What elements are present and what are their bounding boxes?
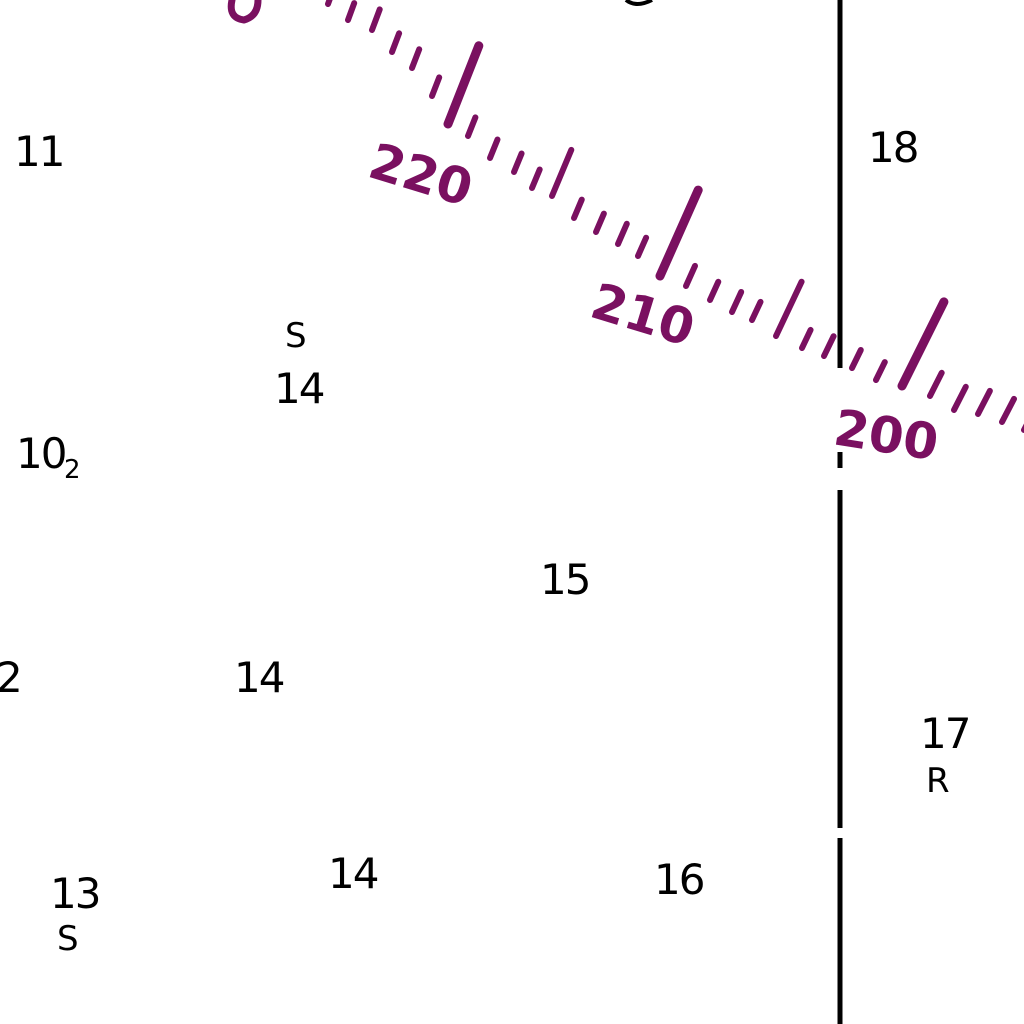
compass-rose-tick <box>369 6 383 33</box>
compass-rose-tick <box>529 166 543 191</box>
sounding-depth: 10 <box>16 429 65 478</box>
compass-rose-tick <box>729 289 745 315</box>
compass-rose-tick <box>615 220 630 247</box>
sounding-fraction: 2 <box>64 455 79 485</box>
sounding-depth: 16 <box>654 855 704 904</box>
compass-rose-tick <box>897 297 949 391</box>
compass-rose-tick <box>549 146 575 199</box>
compass-rose-tick <box>951 383 969 413</box>
sounding-depth: 17 <box>920 709 969 758</box>
sounding-depth: 13 <box>50 869 99 918</box>
compass-rose-tick <box>389 30 403 55</box>
sounding-depth: 18 <box>868 123 917 172</box>
compass-rose-tick <box>655 185 703 281</box>
compass-rose-tick <box>409 46 423 71</box>
sounding-depth: 2 <box>0 653 21 702</box>
sounding-depth: 14 <box>274 364 324 413</box>
compass-rose-tick <box>345 0 358 23</box>
compass-rose-tick <box>465 114 479 139</box>
compass-rose-tick <box>707 278 722 303</box>
compass-rose-tick <box>773 278 805 339</box>
compass-rose-tick <box>849 347 864 371</box>
compass-rose-tick <box>325 0 333 7</box>
compass-rose-tick <box>749 298 764 323</box>
compass-rose-tick <box>487 136 501 161</box>
sounding-bottom-code: R <box>926 761 950 801</box>
sounding-depth: 15 <box>540 555 589 604</box>
compass-rose-ticks <box>325 0 1024 433</box>
compass-rose-tick <box>571 196 585 221</box>
compass-rose-tick <box>999 395 1017 425</box>
sounding-depth: 14 <box>234 653 284 702</box>
compass-rose-tick <box>511 150 525 175</box>
sounding-depth: 14 <box>328 849 378 898</box>
sounding-depth: 11 <box>14 127 63 176</box>
compass-rose-tick <box>635 234 650 259</box>
compass-rose-tick <box>927 369 945 399</box>
compass-rose-tick <box>443 41 484 129</box>
compass-rose-tick <box>683 262 698 289</box>
compass-rose-tick <box>975 387 993 417</box>
compass-rose-tick <box>873 359 888 383</box>
sounding-partial-digit <box>624 0 653 6</box>
compass-rose-partial-digit <box>227 0 262 24</box>
compass-rose-tick <box>799 326 814 351</box>
compass-rose-tick <box>593 210 607 235</box>
sounding-bottom-code: S <box>285 316 307 356</box>
compass-rose-tick <box>821 333 837 359</box>
sounding-bottom-code: S <box>57 919 79 959</box>
compass-rose-tick <box>429 74 443 99</box>
